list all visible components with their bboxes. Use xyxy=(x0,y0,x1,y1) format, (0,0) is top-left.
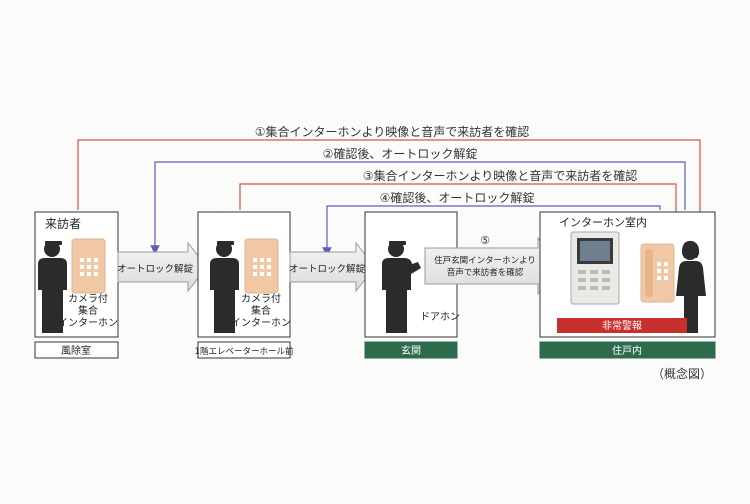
dwelling-title: インターホン室内 xyxy=(559,215,647,229)
flow-3-label: ③集合インターホンより映像と音声で来訪者を確認 xyxy=(363,168,638,183)
elevator-device-line-1: カメラ付 xyxy=(241,292,281,305)
elevator-caption-box xyxy=(197,341,291,359)
visitor-device-line-1: カメラ付 xyxy=(68,292,108,305)
dwelling-caption: 住戸内 xyxy=(612,344,642,357)
flow-4-line xyxy=(322,205,661,257)
emergency-alarm-label: 非常警報 xyxy=(602,319,642,332)
elevator-intercom-icon xyxy=(244,238,279,294)
flow-1-line xyxy=(77,139,705,235)
elevator-person-icon xyxy=(210,241,239,333)
entrance-caption: 玄関 xyxy=(401,344,421,357)
door-intercom-arrow-line-1: 住戸玄関インターホンより xyxy=(434,255,536,266)
flow-5-label: ⑤ xyxy=(480,234,490,247)
entrance-person-icon xyxy=(382,241,421,333)
elevator-device-line-2: 集合 xyxy=(251,304,271,317)
flow-2-line xyxy=(150,161,686,255)
autolock-arrow-2-label: オートロック解錠 xyxy=(289,263,366,275)
dwelling-caption-box xyxy=(539,341,716,359)
indoor-monitor-icon xyxy=(570,231,620,305)
elevator-device-line-3: インターホン xyxy=(231,317,291,329)
visitor-device-line-2: 集合 xyxy=(78,304,98,317)
flow-4-label: ④確認後、オートロック解錠 xyxy=(380,190,535,205)
visitor-caption: 風除室 xyxy=(61,344,91,357)
resident-person-icon xyxy=(676,240,706,333)
entrance-caption-box xyxy=(364,341,458,359)
emergency-alarm-bar xyxy=(557,318,687,333)
flow-3-line xyxy=(239,183,681,235)
visitor-device-line-3: インターホン xyxy=(58,317,118,329)
door-intercom-arrow-line-2: 音声で来訪者を確認 xyxy=(447,267,524,278)
visitor-caption-box xyxy=(34,341,119,359)
concept-note: （概念図） xyxy=(652,366,712,381)
visitor-title: 来訪者 xyxy=(45,216,81,231)
elevator-caption: 1階エレベーターホール前 xyxy=(195,346,294,357)
flow-1-label: ①集合インターホンより映像と音声で来訪者を確認 xyxy=(255,124,530,139)
handset-icon xyxy=(640,243,675,303)
visitor-intercom-icon xyxy=(71,238,106,294)
visitor-person-icon xyxy=(38,241,67,333)
entrance-device: ドアホン xyxy=(420,311,460,323)
autolock-arrow-1-label: オートロック解錠 xyxy=(117,263,194,275)
flow-2-label: ②確認後、オートロック解錠 xyxy=(323,146,478,161)
